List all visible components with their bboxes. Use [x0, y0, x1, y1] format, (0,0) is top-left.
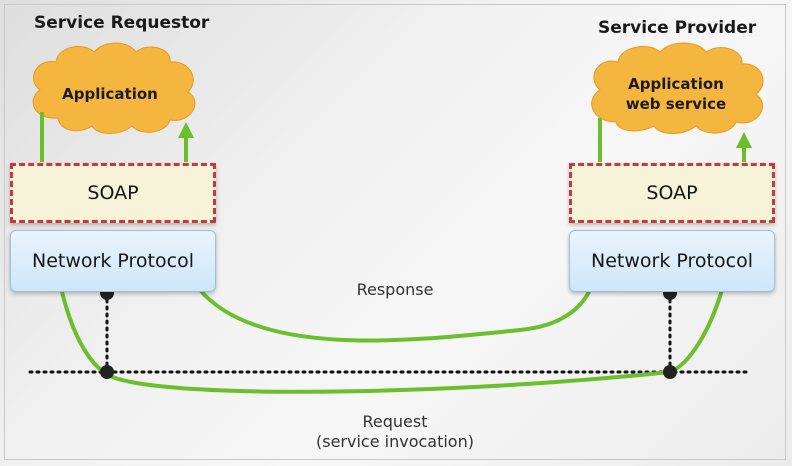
- requestor-heading: Service Requestor: [34, 13, 210, 33]
- request-label: Request (service invocation): [295, 412, 495, 452]
- provider-cloud-label-line1: Application: [628, 75, 724, 93]
- provider-network-box: Network Protocol: [569, 230, 775, 292]
- provider-network-label: Network Protocol: [591, 250, 753, 272]
- provider-cloud-label: Application web service: [612, 74, 740, 114]
- provider-soap-box: SOAP: [569, 163, 775, 223]
- requestor-base-dot: [100, 365, 114, 379]
- provider-cloud-label-line2: web service: [625, 95, 727, 113]
- requestor-cloud-shape: [32, 42, 196, 134]
- provider-base-dot: [663, 365, 677, 379]
- provider-heading: Service Provider: [598, 18, 757, 38]
- request-path: [60, 289, 724, 394]
- requestor-cloud-label: Application: [62, 85, 158, 103]
- requestor-network-label: Network Protocol: [32, 250, 194, 272]
- requestor-network-box: Network Protocol: [10, 230, 216, 292]
- requestor-soap-box: SOAP: [10, 163, 216, 223]
- diagram-frame: [4, 4, 786, 460]
- request-label-line2: (service invocation): [316, 432, 474, 451]
- provider-cloud-shape: [591, 42, 764, 134]
- provider-soap-label: SOAP: [646, 182, 698, 204]
- request-label-line1: Request: [362, 412, 428, 431]
- response-path: [198, 288, 592, 343]
- requestor-soap-label: SOAP: [87, 182, 139, 204]
- response-label: Response: [356, 280, 434, 299]
